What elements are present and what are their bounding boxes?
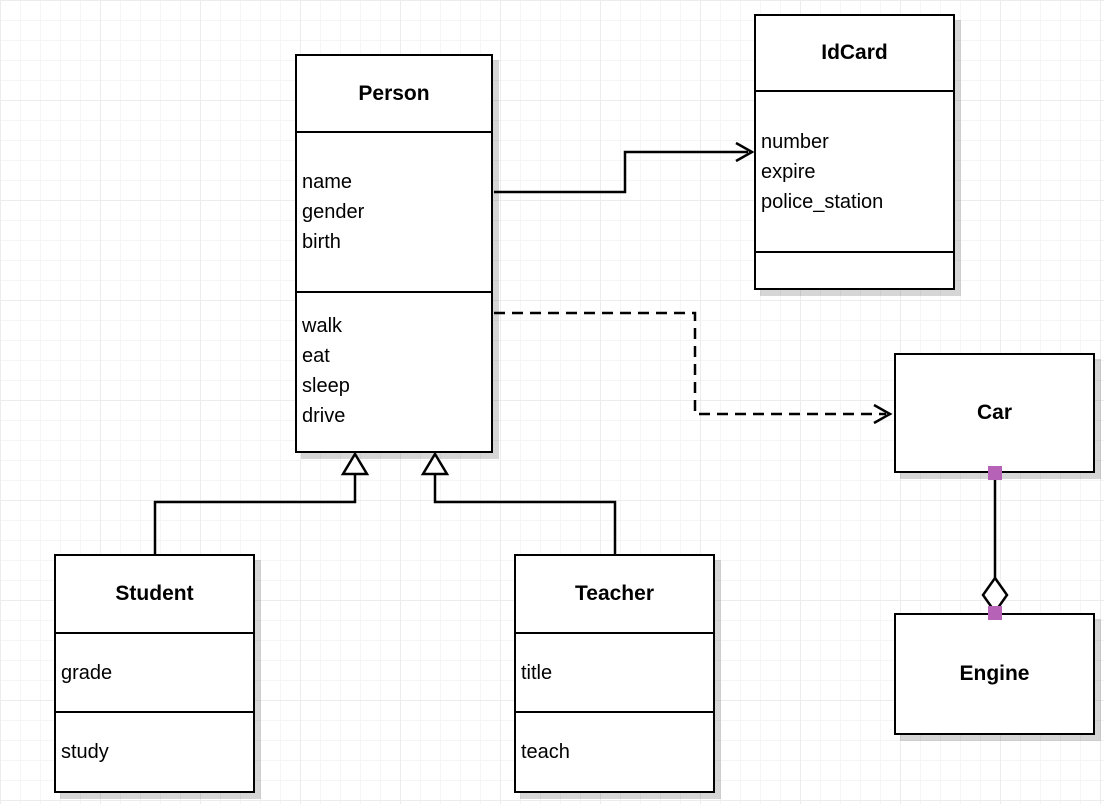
attribute-label: expire [761, 160, 816, 183]
class-engine-title: Engine [959, 662, 1030, 685]
class-person-title: Person [297, 56, 491, 133]
method-label: eat [302, 345, 330, 367]
method-label: teach [521, 741, 570, 763]
attribute-label: name [302, 171, 353, 193]
hollow-diamond-arrowhead [981, 575, 1009, 615]
class-teacher-methods: teach [516, 713, 713, 791]
method-label: study [61, 741, 109, 763]
class-student[interactable]: Student grade study [54, 554, 255, 793]
class-engine[interactable]: Engine [894, 613, 1095, 735]
open-arrowhead-car [873, 403, 893, 425]
attribute-label: police_station [761, 190, 884, 213]
attribute-label: number [761, 130, 829, 153]
class-idcard-title: IdCard [756, 16, 953, 92]
class-person[interactable]: Person name gender birth walk eat sleep … [295, 54, 493, 453]
method-label: walk [302, 315, 343, 337]
attribute-label: title [521, 661, 553, 684]
class-idcard-methods-empty [756, 253, 953, 288]
class-teacher-attributes: title [516, 634, 713, 713]
class-person-attributes: name gender birth [297, 133, 491, 293]
class-teacher[interactable]: Teacher title teach [514, 554, 715, 793]
class-car[interactable]: Car [894, 353, 1095, 473]
edge-generalization-teacher-person[interactable] [433, 473, 617, 554]
class-student-attributes: grade [56, 634, 253, 713]
edge-association-person-idcard[interactable] [494, 150, 748, 194]
class-student-methods: study [56, 713, 253, 791]
class-student-title: Student [56, 556, 253, 634]
class-teacher-title: Teacher [516, 556, 713, 634]
hollow-triangle-arrowhead-teacher [420, 451, 450, 476]
class-idcard-attributes: number expire police_station [756, 92, 953, 253]
edge-generalization-student-person[interactable] [153, 473, 357, 554]
method-label: sleep [302, 375, 350, 397]
hollow-triangle-arrowhead-student [340, 451, 370, 476]
attribute-label: gender [302, 201, 365, 223]
class-person-methods: walk eat sleep drive [297, 293, 491, 449]
attribute-label: grade [61, 661, 113, 684]
class-idcard[interactable]: IdCard number expire police_station [754, 14, 955, 290]
class-car-title: Car [976, 401, 1013, 424]
attribute-label: birth [302, 231, 341, 253]
method-label: drive [302, 405, 346, 427]
edge-dependency-person-car[interactable] [494, 311, 886, 416]
open-arrowhead-idcard [735, 141, 755, 163]
